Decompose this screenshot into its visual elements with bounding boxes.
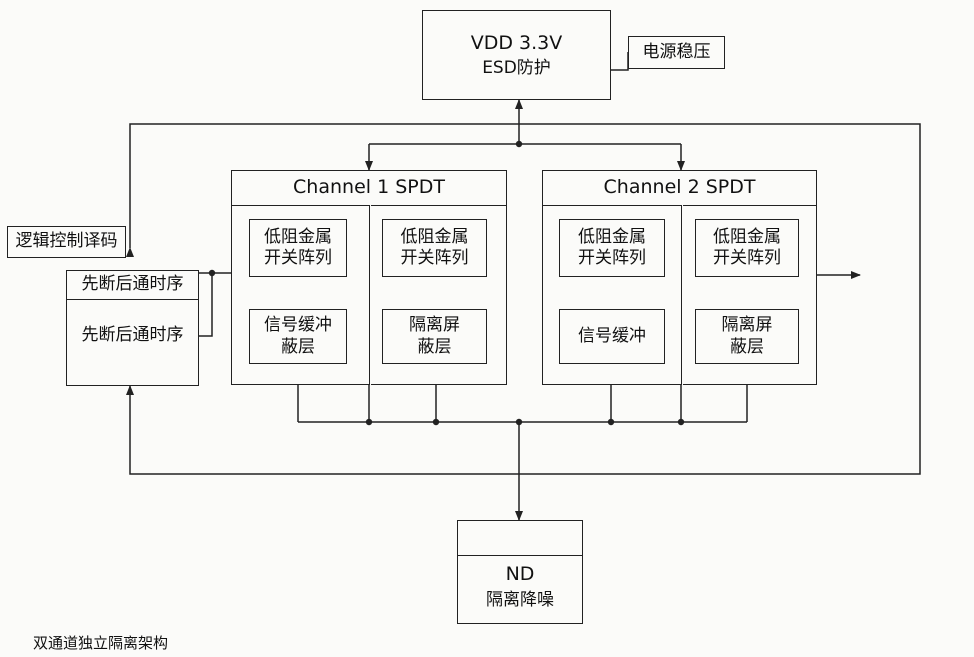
noise-reduction-label: 隔离降噪: [486, 590, 554, 611]
junction-dots: [208, 140, 685, 426]
channel2-divider: [681, 205, 683, 385]
timing-block-header: 先断后通时序: [66, 270, 199, 300]
power-esd-box: [422, 10, 611, 100]
channel2-buffer-layer: 信号缓冲: [559, 309, 665, 364]
esd-label: ESD防护: [482, 58, 551, 79]
logic-decoder-box: 逻辑控制译码: [7, 226, 126, 258]
noise-box-header: [457, 520, 583, 556]
channel2-shield-layer: 隔离屏 蔽层: [695, 309, 799, 364]
noise-label: ND: [505, 563, 535, 586]
channel2-switch-array-b: 低阻金属 开关阵列: [695, 219, 799, 277]
channel2-switch-array-a: 低阻金属 开关阵列: [559, 219, 665, 277]
timing-block-body: 先断后通时序: [81, 325, 184, 346]
outer-control-loop: [126, 123, 921, 475]
channel1-switch-array-a: 低阻金属 开关阵列: [249, 219, 347, 277]
voltage-regulator-box: 电源稳压: [628, 36, 725, 69]
channel1-shield-layer: 隔离屏 蔽层: [382, 309, 487, 364]
channel1-buffer-layer: 信号缓冲 蔽层: [249, 309, 347, 364]
channel1-title: Channel 1 SPDT: [231, 170, 507, 206]
power-voltage-label: VDD 3.3V: [470, 32, 563, 55]
channel1-divider: [369, 205, 371, 385]
figure-caption: 双通道独立隔离架构: [33, 634, 169, 652]
channel2-title: Channel 2 SPDT: [542, 170, 817, 206]
channel1-switch-array-b: 低阻金属 开关阵列: [382, 219, 487, 277]
